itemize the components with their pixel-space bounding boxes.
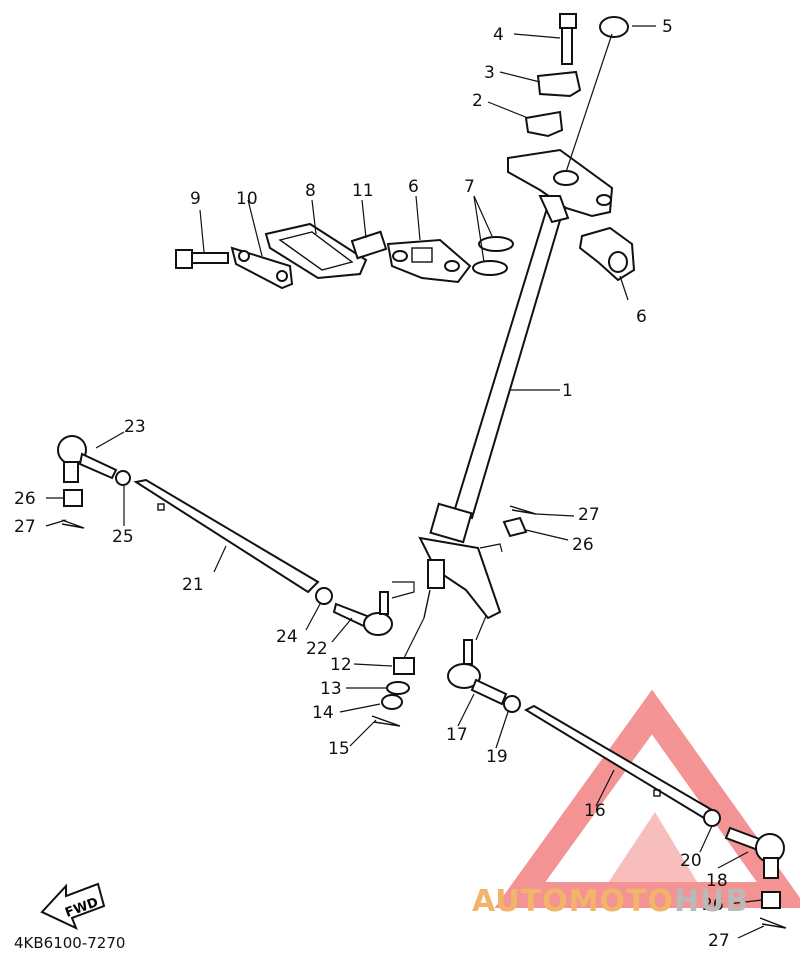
callout-27-bottom: 27 <box>708 931 730 951</box>
fwd-arrow: FWD <box>40 882 106 930</box>
callout-20: 20 <box>680 851 702 871</box>
watermark-text-part1: AUTOMOTO <box>472 884 674 919</box>
callout-6-right: 6 <box>636 307 647 327</box>
callout-24: 24 <box>276 627 298 647</box>
assembly-guides <box>391 543 503 659</box>
callout-15: 15 <box>328 739 350 759</box>
nut-26-left <box>63 489 83 507</box>
callout-17: 17 <box>446 725 468 745</box>
part-2-collar <box>524 110 564 138</box>
nut-20 <box>703 809 721 827</box>
callout-2: 2 <box>472 91 483 111</box>
callout-25: 25 <box>112 527 134 547</box>
part-6-clamp-right <box>578 226 636 282</box>
cotter-27-bottom <box>759 917 787 929</box>
callout-5: 5 <box>662 17 673 37</box>
nut-26-right <box>502 516 528 538</box>
callout-9: 9 <box>190 189 201 209</box>
callout-16: 16 <box>584 801 606 821</box>
rod-end-23 <box>57 435 118 483</box>
part-12-bushing <box>393 657 415 675</box>
part-13-washer <box>386 681 410 695</box>
callout-21: 21 <box>182 575 204 595</box>
callout-26-right: 26 <box>572 535 594 555</box>
callout-6-left: 6 <box>408 177 419 197</box>
rod-end-22 <box>332 591 393 636</box>
part-15-cotter <box>371 715 401 727</box>
leader-lines <box>45 25 765 939</box>
callout-4: 4 <box>493 25 504 45</box>
watermark-text: AUTOMOTOHUB <box>472 884 749 919</box>
rod-end-17 <box>447 639 508 706</box>
callout-27-left: 27 <box>14 517 36 537</box>
callout-11: 11 <box>352 181 374 201</box>
callout-26-bottom: 26 <box>702 895 724 915</box>
nut-26-bottom <box>761 891 781 909</box>
callout-19: 19 <box>486 747 508 767</box>
callout-10: 10 <box>236 189 258 209</box>
callout-12: 12 <box>330 655 352 675</box>
cotter-27-left <box>61 519 85 529</box>
callout-14: 14 <box>312 703 334 723</box>
nut-25 <box>115 470 131 486</box>
watermark-logo <box>494 689 800 908</box>
callout-3: 3 <box>484 63 495 83</box>
callout-26-left: 26 <box>14 489 36 509</box>
diagram-code: 4KB6100-7270 <box>14 934 126 952</box>
callout-18: 18 <box>706 871 728 891</box>
nut-24 <box>315 587 333 605</box>
upper-bracket <box>507 148 614 224</box>
part-8-plate <box>264 222 368 280</box>
part-7-rings <box>472 236 514 276</box>
nut-19 <box>503 695 521 713</box>
rod-end-18 <box>724 826 785 879</box>
callout-8: 8 <box>305 181 316 201</box>
callouts: 4 3 2 5 1 6 9 10 8 11 6 7 23 26 27 25 21… <box>14 17 730 951</box>
part-4-bolt <box>559 13 577 65</box>
part-6-bracket-left <box>386 238 472 284</box>
tie-rod-21 <box>133 478 320 594</box>
cotter-27-right <box>509 505 537 515</box>
callout-27-right: 27 <box>578 505 600 525</box>
part-9-bolt <box>175 249 229 269</box>
steering-shaft <box>418 198 568 620</box>
part-11-sleeve <box>350 230 388 260</box>
part-14-nut <box>381 694 403 710</box>
part-3-collar <box>536 70 582 98</box>
part-10-link <box>230 246 294 290</box>
callout-7: 7 <box>464 177 475 197</box>
watermark-text-part2: HUB <box>673 884 750 919</box>
callout-22: 22 <box>306 639 328 659</box>
part-5-cap <box>599 16 629 38</box>
callout-1: 1 <box>562 381 573 401</box>
callout-23: 23 <box>124 417 146 437</box>
callout-13: 13 <box>320 679 342 699</box>
